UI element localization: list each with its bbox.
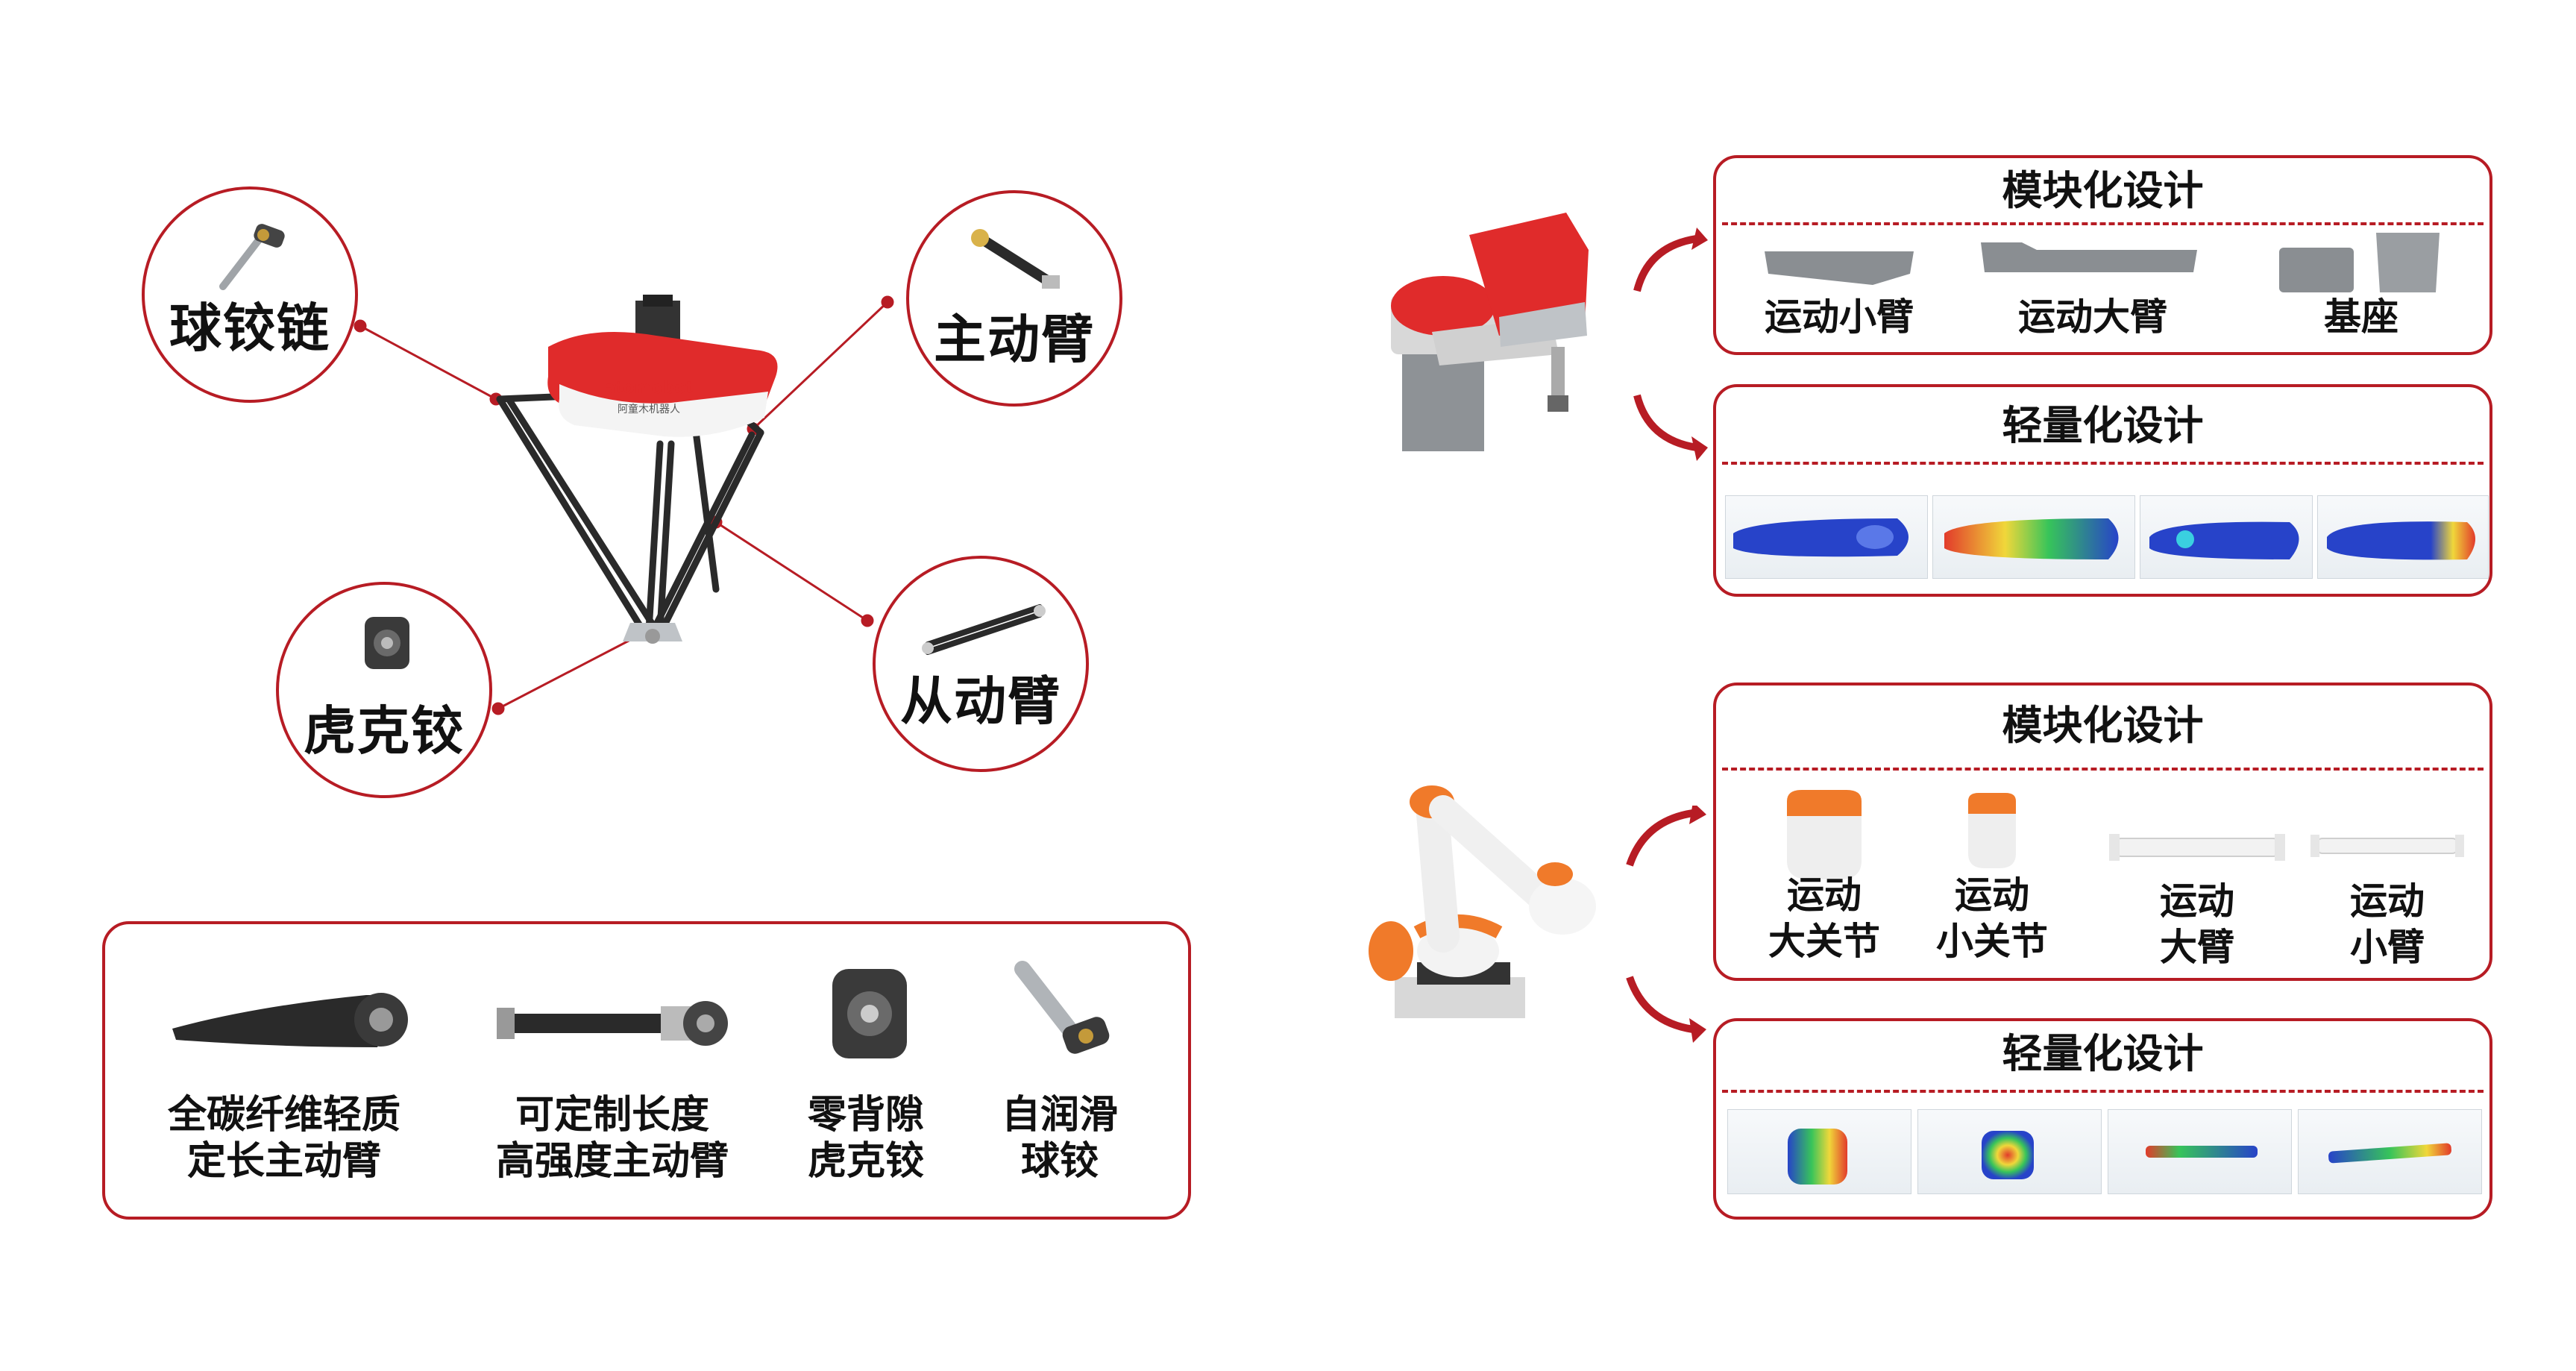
delta-brand-logo: atomobot <box>604 379 694 398</box>
big-arm-tube-icon <box>2109 834 2285 861</box>
component-caption-1-line1: 全碳纤维轻质 <box>167 1092 400 1138</box>
hooke-joint-icon <box>365 617 409 669</box>
scara-fea-thumb-3 <box>2140 495 2313 579</box>
delta-brand-sub: 阿童木机器人 <box>618 403 680 415</box>
cobot-part-caption-3: 运动 大臂 <box>2111 878 2283 970</box>
big-joint-part-icon <box>1787 790 1862 879</box>
small-arm-part-icon <box>1765 251 1914 285</box>
small-joint-part-icon <box>1968 793 2016 868</box>
cobot-part-caption-1-line2: 大关节 <box>1768 919 1880 963</box>
scara-arrows <box>1633 228 1708 461</box>
cobot-part-caption-1: 运动 大关节 <box>1738 872 1910 964</box>
ball-joint-chain-icon <box>219 224 285 290</box>
cobot-part-caption-3-line1: 运动 <box>2160 879 2234 923</box>
callout-label-ball-joint-chain: 球铰链 <box>169 297 330 359</box>
scara-lightweight-title: 轻量化设计 <box>2002 401 2204 449</box>
component-caption-4: 自润滑 球铰 <box>970 1092 1149 1185</box>
cobot-fea-thumb-1 <box>1727 1109 1911 1194</box>
component-caption-3-line1: 零背隙 <box>807 1092 924 1138</box>
cobot-part-caption-2-line1: 运动 <box>1955 873 2029 917</box>
callout-ball-joint-chain: 球铰链 <box>142 186 358 403</box>
cobot-modular-title: 模块化设计 <box>2002 701 2204 749</box>
big-arm-part-icon <box>1981 242 2197 272</box>
self-lubricating-ball-joint-icon <box>1014 961 1110 1054</box>
small-arm-tube-icon <box>2310 835 2464 857</box>
component-caption-2-line2: 高强度主动臂 <box>495 1138 729 1184</box>
cobot-fea-thumb-3 <box>2108 1109 2292 1194</box>
passive-arm-icon <box>922 604 1046 655</box>
delta-robot-image: atomobot 阿童木机器人 <box>496 295 778 644</box>
component-caption-3: 零背隙 虎克铰 <box>776 1092 955 1185</box>
scara-modular-title: 模块化设计 <box>2002 166 2204 214</box>
scara-part-caption-1: 运动小臂 <box>1765 295 1914 339</box>
cobot-fea-thumb-2 <box>1917 1109 2102 1194</box>
component-caption-4-line1: 自润滑 <box>1001 1092 1118 1138</box>
scara-lightweight-panel: 轻量化设计 <box>1713 384 2492 597</box>
cobot-robot-image <box>1369 785 1596 1018</box>
cobot-arrows <box>1626 806 1706 1043</box>
component-caption-2-line1: 可定制长度 <box>515 1092 709 1138</box>
cobot-lightweight-title: 轻量化设计 <box>2002 1029 2204 1077</box>
components-panel: 全碳纤维轻质 定长主动臂 可定制长度 高强度主动臂 零背隙 虎克铰 自润滑 球铰 <box>102 921 1191 1220</box>
cobot-part-caption-2: 运动 小关节 <box>1906 872 2078 964</box>
cobot-part-caption-4-line2: 小臂 <box>2350 925 2425 969</box>
carbon-arm-icon <box>172 993 408 1047</box>
zero-backlash-hooke-joint-icon <box>832 969 907 1058</box>
component-caption-3-line2: 虎克铰 <box>807 1138 924 1184</box>
scara-modular-panel: 模块化设计 运动小臂 运动大臂 基座 <box>1713 155 2492 355</box>
cobot-modular-panel: 模块化设计 运动 大关节 运动 小关节 运动 大臂 运动 小臂 <box>1713 683 2492 981</box>
scara-part-caption-2: 运动大臂 <box>2018 295 2167 339</box>
cobot-part-caption-2-line2: 小关节 <box>1936 919 2048 963</box>
active-arm-icon <box>971 229 1060 289</box>
callout-label-passive-arm: 从动臂 <box>900 670 1061 732</box>
component-caption-4-line2: 球铰 <box>1020 1138 1099 1184</box>
callout-hooke-joint: 虎克铰 <box>276 582 492 798</box>
cobot-part-caption-4: 运动 小臂 <box>2302 878 2473 970</box>
component-caption-1: 全碳纤维轻质 定长主动臂 <box>150 1092 418 1185</box>
scara-fea-thumb-1 <box>1725 495 1928 579</box>
cobot-lightweight-panel: 轻量化设计 <box>1713 1018 2492 1220</box>
cobot-fea-thumb-4 <box>2298 1109 2482 1194</box>
callout-passive-arm: 从动臂 <box>873 556 1089 772</box>
scara-fea-thumb-4 <box>2317 495 2489 579</box>
cobot-part-caption-1-line1: 运动 <box>1787 873 1862 917</box>
callout-label-hooke-joint: 虎克铰 <box>304 700 465 762</box>
component-caption-1-line2: 定长主动臂 <box>186 1138 381 1184</box>
custom-arm-icon <box>497 1001 728 1046</box>
scara-part-caption-3: 基座 <box>2324 295 2398 339</box>
scara-fea-thumb-2 <box>1932 495 2135 579</box>
component-caption-2: 可定制长度 高强度主动臂 <box>478 1092 747 1185</box>
cobot-part-caption-3-line2: 大臂 <box>2160 925 2234 969</box>
base-part-icon <box>2279 233 2440 292</box>
cobot-part-caption-4-line1: 运动 <box>2350 879 2425 923</box>
scara-robot-image <box>1391 213 1589 451</box>
callout-active-arm: 主动臂 <box>906 190 1122 407</box>
callout-label-active-arm: 主动臂 <box>934 308 1095 370</box>
